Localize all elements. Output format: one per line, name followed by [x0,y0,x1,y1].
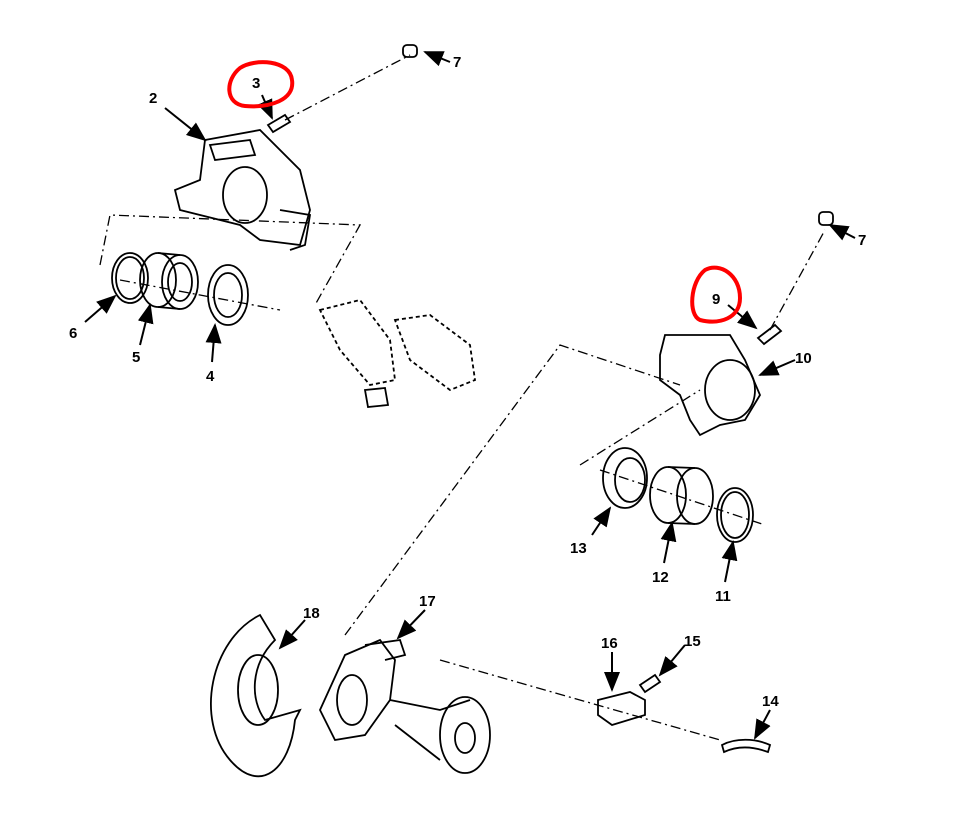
callout-4: 4 [206,368,215,385]
hub-spindle [389,696,491,774]
callout-7-upper: 7 [453,54,461,71]
callout-16: 16 [601,635,618,652]
callout-5: 5 [132,349,140,366]
caliper-housing-upper [173,129,312,251]
callout-17: 17 [419,593,436,610]
piston-5 [139,252,199,310]
support-key-16 [597,691,646,726]
leader-arrows [84,51,856,740]
callout-13: 13 [570,540,587,557]
bleeder-screw-9 [756,323,783,346]
caliper-housing-lower [659,334,762,437]
highlight-circle-3 [227,60,295,109]
assembly-lines [99,54,826,741]
spring-14 [720,738,772,754]
callout-6: 6 [69,325,77,342]
brake-pads-upper [318,298,476,408]
callout-3: 3 [252,75,260,92]
boot-13 [602,447,648,509]
bleeder-screw-3 [266,113,292,134]
callout-18: 18 [303,605,320,622]
bleeder-cap-7-upper [402,44,418,58]
splash-shield-18 [210,613,302,778]
bleeder-cap-7-lower [818,211,834,226]
boot-4 [207,264,249,326]
callout-11: 11 [715,588,731,605]
screw-15 [638,673,662,694]
callout-2: 2 [149,90,157,107]
callout-15: 15 [684,633,701,650]
callout-12: 12 [652,569,669,586]
callout-10: 10 [795,350,812,367]
piston-12 [649,466,714,525]
callout-14: 14 [762,693,779,710]
seal-6 [111,252,149,304]
callout-9: 9 [712,291,720,308]
callout-7-lower: 7 [858,232,866,249]
highlight-circle-9 [690,265,743,324]
anchor-plate-17 [319,638,407,741]
